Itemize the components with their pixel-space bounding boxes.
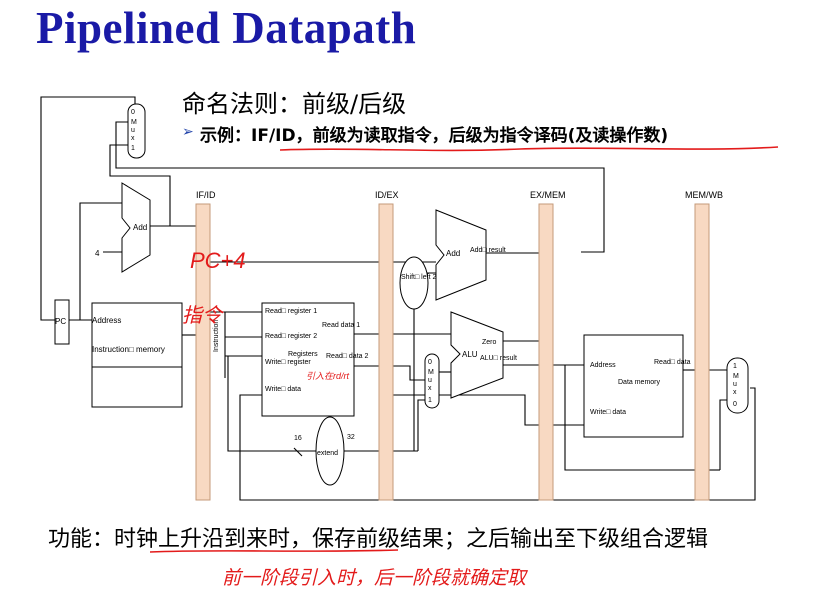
branch-adder: Add Add□ result	[435, 209, 506, 301]
pipeline-registers: IF/ID ID/EX EX/MEM MEM/WB	[195, 190, 723, 501]
pc-mux: 0 M u x 1	[127, 103, 146, 159]
svg-text:32: 32	[347, 434, 355, 441]
svg-text:Read□ data: Read□ data	[654, 359, 691, 366]
svg-text:Read□ register 2: Read□ register 2	[265, 333, 317, 340]
arrow-bullet-icon: ➢	[182, 123, 194, 139]
underline-example	[279, 146, 779, 152]
svg-text:0: 0	[131, 109, 135, 116]
svg-text:Address: Address	[590, 362, 616, 369]
if-id-label: IF/ID	[196, 190, 216, 200]
bottom-annotation: 前一阶段引入时，后一阶段就确定取	[222, 567, 529, 589]
svg-text:1: 1	[428, 397, 432, 404]
register-file: Read□ register 1 Read□ register 2 Write□…	[261, 302, 368, 417]
instruction-memory: Address Instruction□ memory	[91, 302, 183, 408]
svg-text:ALU: ALU	[462, 350, 478, 359]
sign-extend: extend 16 32	[294, 416, 355, 486]
mem-wb-register	[694, 203, 710, 501]
pc-register: PC	[54, 299, 70, 345]
svg-text:Registers: Registers	[288, 351, 318, 358]
datapath-wires	[40, 96, 756, 501]
svg-text:u: u	[428, 377, 432, 384]
svg-text:PC: PC	[55, 317, 66, 326]
svg-text:Read□ data 2: Read□ data 2	[326, 353, 368, 360]
svg-text:u: u	[131, 127, 135, 134]
handwritten-annotations: PC+4 指令 引入在rd/rt 前一阶段引入时，后一阶段就确定取	[149, 146, 779, 589]
svg-text:M: M	[428, 369, 434, 376]
id-ex-register	[378, 203, 394, 501]
instruction-label: Instruction	[213, 320, 220, 352]
svg-text:Add: Add	[446, 249, 460, 258]
function-description: 功能：时钟上升沿到来时，保存前级结果；之后输出至下级组合逻辑	[48, 527, 709, 552]
svg-text:Write□ data: Write□ data	[590, 409, 626, 416]
svg-text:Instruction□ memory: Instruction□ memory	[92, 345, 165, 354]
write-back-mux: 1 M u x 0	[726, 357, 749, 414]
svg-text:Add: Add	[133, 223, 147, 232]
example-text: 示例：IF/ID，前级为读取指令，后级为指令译码(及读操作数)	[200, 126, 669, 146]
ex-mem-label: EX/MEM	[530, 190, 566, 200]
instruction-annotation: 指令	[182, 305, 224, 327]
svg-text:0: 0	[733, 401, 737, 408]
svg-text:M: M	[733, 373, 739, 380]
svg-text:Zero: Zero	[482, 339, 497, 346]
svg-text:x: x	[428, 385, 432, 392]
naming-rule: 命名法则：前级/后级	[182, 90, 407, 118]
svg-text:x: x	[131, 135, 135, 142]
mem-wb-label: MEM/WB	[685, 190, 723, 200]
svg-text:Add□ result: Add□ result	[470, 247, 506, 254]
svg-text:Read□ register 1: Read□ register 1	[265, 308, 317, 315]
if-id-register	[195, 203, 211, 501]
shift-left-2: Shift□ left 2	[399, 256, 436, 310]
pc4-annotation: PC+4	[190, 248, 246, 273]
pc-adder: Add 4	[95, 182, 151, 273]
svg-text:16: 16	[294, 435, 302, 442]
write-register-annotation: 引入在rd/rt	[306, 371, 350, 381]
svg-text:Write□ data: Write□ data	[265, 386, 301, 393]
svg-text:1: 1	[733, 363, 737, 370]
alu-input-mux: 0 M u x 1	[424, 353, 440, 409]
svg-text:Shift□ left 2: Shift□ left 2	[401, 274, 436, 281]
svg-text:1: 1	[131, 145, 135, 152]
underline-function	[149, 549, 399, 553]
svg-text:4: 4	[95, 249, 100, 258]
slide-title: Pipelined Datapath	[36, 3, 417, 53]
svg-text:Data memory: Data memory	[618, 379, 661, 386]
svg-text:Read data 1: Read data 1	[322, 322, 360, 329]
svg-text:0: 0	[428, 359, 432, 366]
data-memory: Address Read□ data Data memory Write□ da…	[583, 334, 691, 438]
svg-text:ALU□ result: ALU□ result	[480, 355, 517, 362]
ex-mem-register	[538, 203, 554, 501]
svg-text:M: M	[131, 119, 137, 126]
svg-text:u: u	[733, 381, 737, 388]
svg-text:extend: extend	[317, 450, 338, 457]
id-ex-label: ID/EX	[375, 190, 399, 200]
alu: ALU Zero ALU□ result	[450, 311, 517, 399]
svg-text:x: x	[733, 389, 737, 396]
svg-text:Write□ register: Write□ register	[265, 359, 311, 366]
svg-text:Address: Address	[92, 316, 121, 325]
